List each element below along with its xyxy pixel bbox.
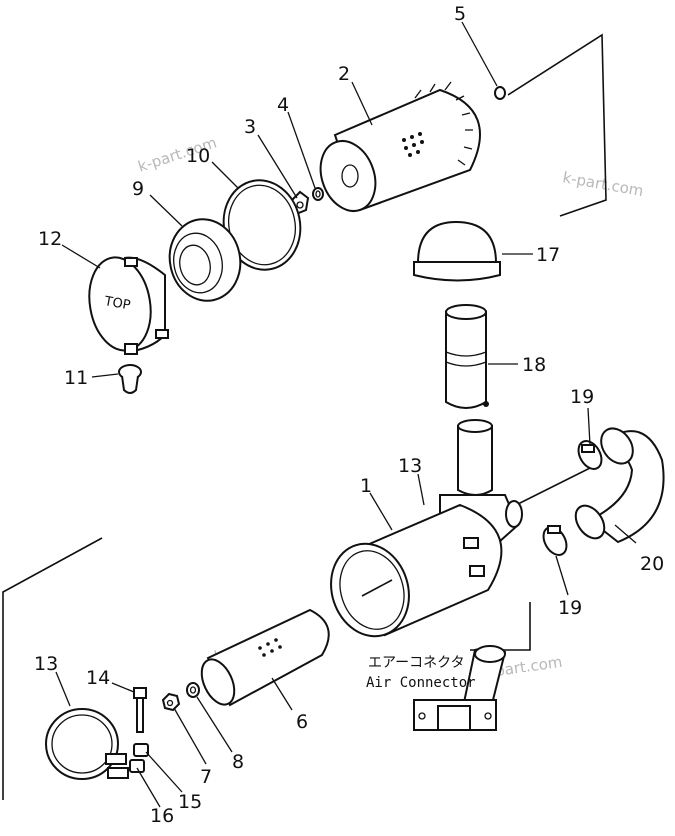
- label-part-7: 7: [200, 766, 212, 788]
- label-part-11: 11: [64, 367, 88, 389]
- main-housing-part-1: [330, 503, 503, 638]
- o-ring-part-5: [494, 86, 506, 100]
- label-part-18: 18: [522, 354, 546, 376]
- precleaner-tube-part-18: [445, 304, 489, 409]
- label-part-8: 8: [232, 751, 244, 773]
- dust-cup-part-9: [168, 218, 242, 302]
- cover-top-marking: TOP: [102, 294, 131, 313]
- label-part-9: 9: [132, 178, 144, 200]
- air-connector: [413, 645, 507, 731]
- outer-element-part-2: [319, 81, 481, 212]
- label-part-19-lower: 19: [558, 597, 582, 619]
- label-part-16: 16: [150, 805, 174, 827]
- hose-clamp-part-19-upper: [577, 440, 603, 470]
- label-part-13-upper: 13: [398, 455, 422, 477]
- label-part-4: 4: [277, 94, 289, 116]
- connector-label-en: Air Connector: [366, 675, 476, 691]
- hose-clamp-part-19-lower: [542, 525, 568, 556]
- inner-element-part-6: [200, 608, 330, 707]
- label-part-14: 14: [86, 667, 110, 689]
- band-clamp-part-13-lower: [45, 708, 129, 780]
- precleaner-cap-part-17: [413, 220, 501, 282]
- clamp-nut-part-16: [129, 759, 145, 773]
- watermark-2: k-part.com: [561, 168, 645, 200]
- elbow-hose-part-20: [574, 427, 665, 544]
- label-part-5: 5: [454, 3, 466, 25]
- element-perforation-holes: [402, 132, 424, 157]
- part-number-labels: 2 3 4 5 10 9 12 11 17 18 19 13 1 20 19 6…: [34, 3, 664, 827]
- label-part-15: 15: [178, 791, 202, 813]
- inner-element-holes: [258, 638, 282, 657]
- label-part-6: 6: [296, 711, 308, 733]
- bolt-part-14: [133, 687, 147, 733]
- connector-label-jp: エアーコネクタ: [368, 655, 465, 671]
- label-part-12: 12: [38, 228, 62, 250]
- assembly-axis-lines: [2, 33, 607, 800]
- washer-part-4: [312, 187, 324, 201]
- nut-part-7: [161, 692, 181, 712]
- cover-part-12: TOP: [88, 256, 169, 355]
- label-part-10: 10: [186, 145, 210, 167]
- label-part-19-upper: 19: [570, 386, 594, 408]
- label-part-20: 20: [640, 553, 664, 575]
- label-part-2: 2: [338, 63, 350, 85]
- clamp-nut-part-15: [133, 743, 149, 757]
- leader-lines: [55, 21, 637, 808]
- label-part-1: 1: [360, 475, 372, 497]
- valve-part-11: [118, 364, 142, 394]
- washer-part-8: [186, 682, 200, 698]
- label-part-13-lower: 13: [34, 653, 58, 675]
- label-part-17: 17: [536, 244, 560, 266]
- label-part-3: 3: [244, 116, 256, 138]
